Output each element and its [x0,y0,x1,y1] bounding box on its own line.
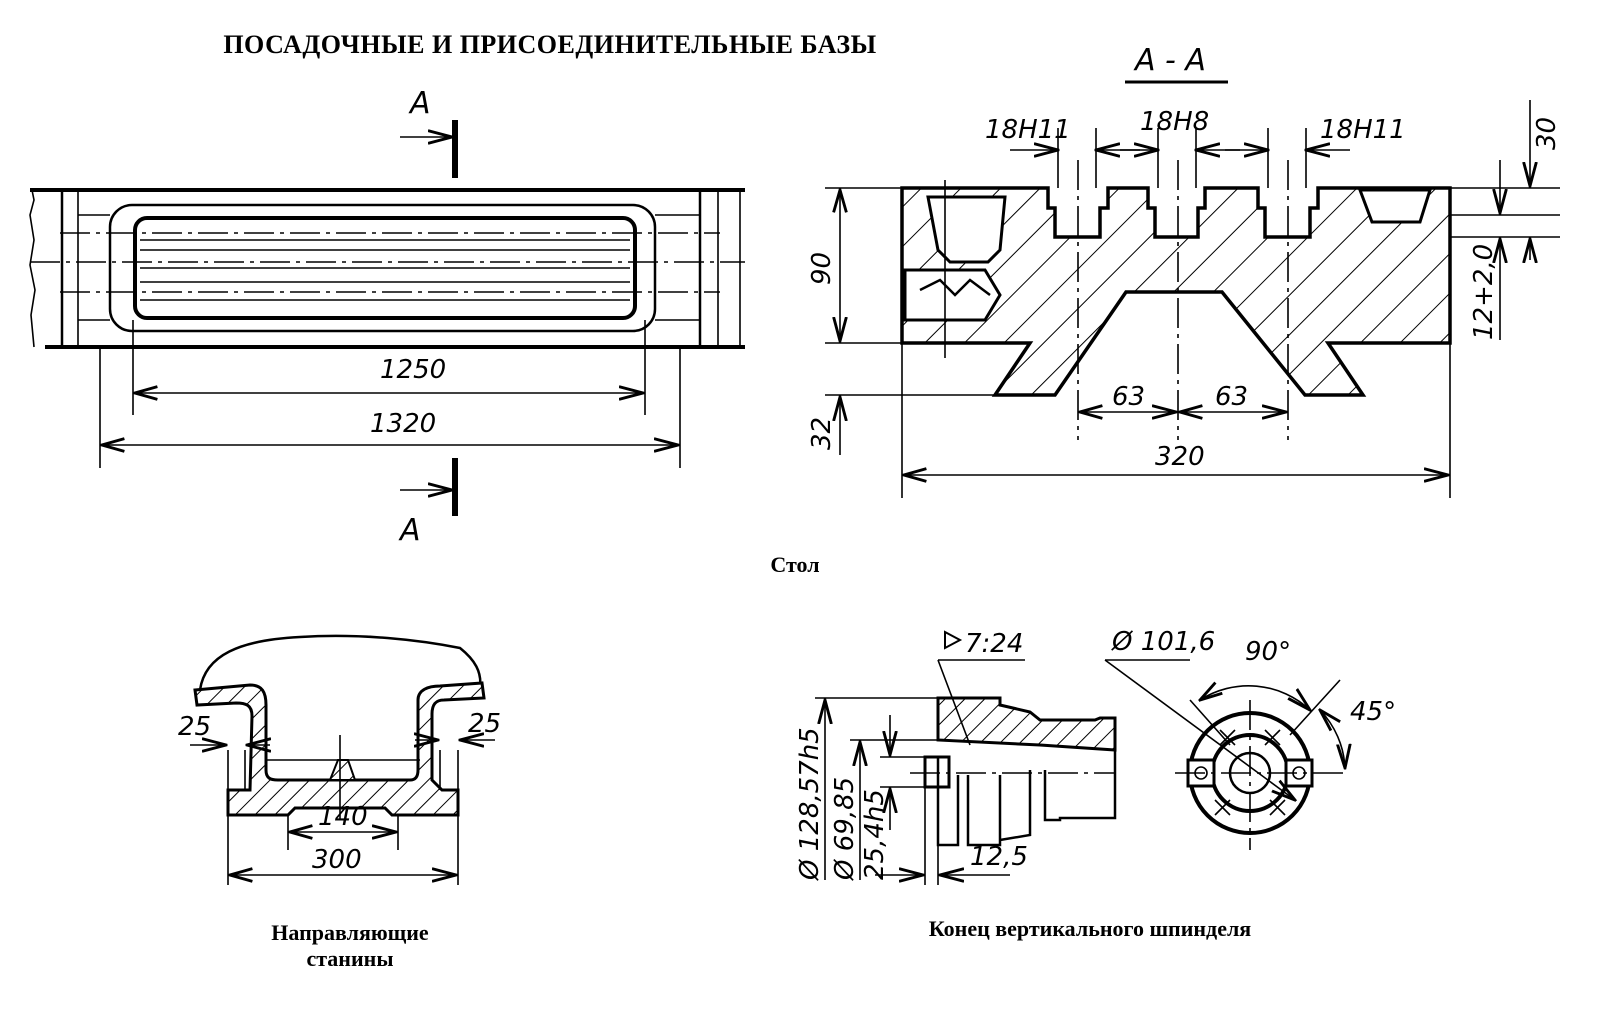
dim-32: 32 [807,417,837,450]
drawing-title: ПОСАДОЧНЫЕ И ПРИСОЕДИНИТЕЛЬНЫЕ БАЗЫ [223,30,877,59]
guide-dim-140: 140 [318,802,368,832]
dim-d69: Ø 69,85 [830,777,860,881]
caption-guides-line1: Направляющие [271,920,429,945]
dim-63-right: 63 [1215,382,1248,412]
guides-view [190,634,495,885]
dim-d101: Ø 101,6 [1111,627,1215,657]
section-aa-view [825,80,1560,498]
section-aa-label: A - A [1133,43,1206,78]
caption-guides-line2: станины [306,946,394,971]
caption-spindle: Конец вертикального шпинделя [928,916,1252,941]
taper-ratio: 7:24 [965,629,1023,659]
spindle-view [815,630,1345,885]
dim-90: 90 [807,252,837,285]
angle-90: 90° [1245,637,1291,667]
dim-1250: 1250 [380,355,446,385]
dim-30: 30 [1532,117,1562,150]
guide-dim-300: 300 [312,845,362,875]
dim-25-4: 25,4h5 [860,789,890,880]
section-mark-bottom: A [398,513,421,548]
dim-d128: Ø 128,57h5 [795,727,825,881]
caption-table: Стол [770,552,820,577]
dim-12-5: 12,5 [970,842,1028,872]
slot-dim-left: 18H11 [985,115,1071,145]
table-plan-view [29,120,745,516]
dim-1320: 1320 [370,409,436,439]
dim-63-left: 63 [1112,382,1145,412]
slot-dim-center: 18H8 [1140,107,1209,137]
angle-45: 45° [1350,697,1396,727]
slot-dim-right: 18H11 [1320,115,1406,145]
guide-dim-25-right: 25 [468,709,501,739]
dim-slot-depth: 12+2,0 [1469,244,1499,340]
section-mark-top: A [408,86,431,121]
dim-320: 320 [1155,442,1205,472]
guide-dim-25-left: 25 [178,712,211,742]
